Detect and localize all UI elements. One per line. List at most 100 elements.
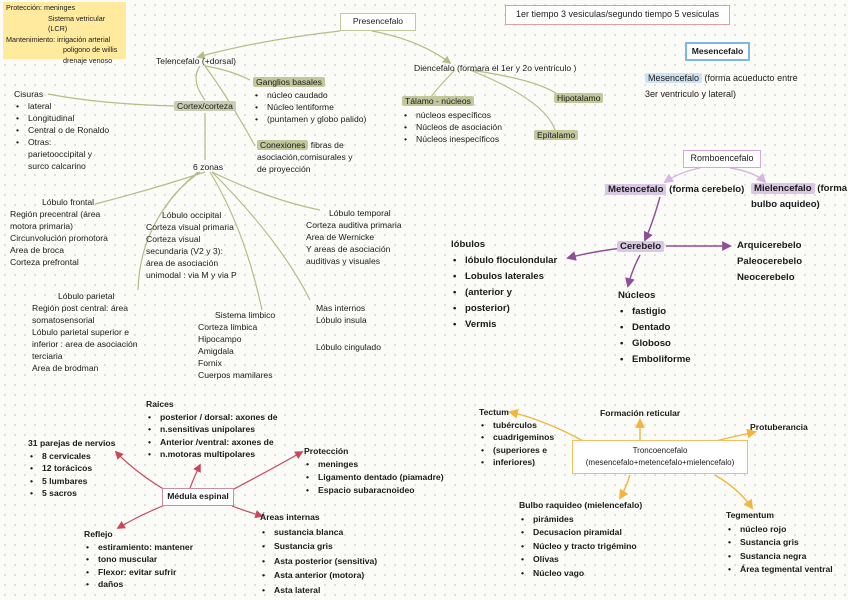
nucleos-title[interactable]: Núcleos (618, 290, 656, 301)
lobulos-title[interactable]: lóbulos (451, 239, 486, 250)
areas-title[interactable]: Áreas internas (260, 512, 320, 522)
medula-espinal-node[interactable]: Médula espinal (162, 488, 234, 506)
occipital-line: Corteza visual (146, 234, 201, 244)
internos-title[interactable]: Mas internos (316, 303, 366, 313)
list-item: Dentado (618, 320, 691, 336)
cortex-node[interactable]: Cortex/corteza (174, 100, 236, 112)
limbico-title[interactable]: Sistema limbico (215, 310, 276, 320)
cerebelo-type[interactable]: Paleocerebelo (737, 256, 803, 267)
epitalamo-label: Epitalamo (534, 130, 579, 140)
list-item: Vermis (451, 317, 557, 333)
cisuras-title[interactable]: Cisuras (14, 89, 44, 99)
cisuras: Cisuras lateral Longitudinal Central o d… (14, 88, 109, 172)
reflejo-title[interactable]: Reflejo (84, 529, 113, 539)
sticky-line: poligono de willis (63, 45, 118, 54)
parietal-title[interactable]: Lóbulo parietal (58, 291, 115, 301)
ganglios-basales: Ganglios basales núcleo caudado Núcleo l… (253, 76, 366, 125)
list-item: Asta posterior (sensitiva) (260, 554, 377, 569)
occipital-title[interactable]: Lóbulo occipital (162, 210, 222, 220)
temporal-line: auditivas y visuales (306, 256, 381, 266)
nervios-title[interactable]: 31 parejas de nervios (28, 438, 116, 448)
talamo-title[interactable]: Tálamo - núcleos (402, 96, 474, 106)
hipotalamo-label: Hipotalamo (554, 93, 604, 103)
list-item: tubérculos (479, 419, 554, 432)
list-item: Asta anterior (motora) (260, 568, 377, 583)
formacion-reticular-node[interactable]: Formación reticular (600, 408, 681, 418)
nervios: 31 parejas de nervios 8 cervicales 12 to… (28, 437, 115, 500)
frontal-line: Circunvolución promotora (10, 233, 108, 243)
sticky-line: Protección: meninges (6, 3, 76, 12)
parietal-line: somatosensorial (32, 315, 95, 325)
cerebelo-node[interactable]: Cerebelo (617, 239, 665, 255)
list-item: posterior / dorsal: axones de (146, 411, 277, 424)
occipital-line: área de asociación (146, 258, 219, 268)
lobulo-frontal: Lóbulo frontal Región precentral (área m… (10, 196, 108, 268)
mielencefalo-node[interactable]: Mielencefalo (forma bulbo aquideo) (751, 181, 847, 213)
occipital-line: secundaria (V2 y 3): (146, 246, 223, 256)
list-item: núcleo rojo (726, 523, 833, 537)
conexiones-line: de proyección (257, 164, 311, 174)
tegmentum-title[interactable]: Tegmentum (726, 510, 775, 520)
conexiones-text: fibras de (308, 140, 344, 150)
list-item: Sustancia gris (726, 536, 833, 550)
frontal-title[interactable]: Lóbulo frontal (42, 197, 95, 207)
lobulo-parietal: Lóbulo parietal Región post central: áre… (32, 290, 138, 374)
list-item: núcleo caudado (253, 89, 366, 101)
protuberancia-node[interactable]: Protuberancia (750, 422, 808, 432)
mielencefalo-line: bulbo aquideo) (751, 199, 820, 210)
list-item: meninges (304, 458, 444, 471)
telencefalo-node[interactable]: Telencefalo (+dorsal) (156, 56, 237, 66)
metencefalo-name: Metencefalo (605, 184, 667, 195)
proteccion-title[interactable]: Protección (304, 446, 349, 456)
cerebelos: Arquicerebelo Paleocerebelo Neocerebelo (737, 238, 802, 286)
list-item: n.sensitivas unipolares (146, 423, 277, 436)
parietal-line: inferior : area de asociación (32, 339, 138, 349)
conexiones-title[interactable]: Conexiones (257, 140, 309, 150)
list-item: Olivas (519, 553, 642, 567)
tectum: Tectum tubérculos cuadrigeminos (superio… (479, 406, 554, 469)
lobulos: lóbulos lóbulo floculondular Lobulos lat… (451, 237, 557, 333)
list-item: Ligamento dentado (piamadre) (304, 471, 444, 484)
mesencefalo-node[interactable]: Mesencefalo (685, 42, 750, 61)
mas-internos: Mas internos Lóbulo insula Lóbulo cingul… (316, 302, 381, 353)
frontal-line: motora primaria) (10, 221, 74, 231)
limbico-line: Cuerpos mamilares (198, 370, 273, 380)
ganglios-title[interactable]: Ganglios basales (253, 77, 325, 87)
cerebelo-type[interactable]: Arquicerebelo (737, 240, 802, 251)
tectum-title[interactable]: Tectum (479, 407, 509, 417)
sistema-limbico: Sistema limbico Corteza limbica Hipocamp… (198, 309, 275, 381)
conexiones: Conexiones fibras de asociación,comisura… (257, 139, 353, 175)
presencefalo-node[interactable]: Presencefalo (340, 13, 416, 31)
cerebelo-type[interactable]: Neocerebelo (737, 272, 795, 283)
diencefalo-node[interactable]: Diencefalo (formara el 1er y 2o ventricu… (414, 63, 577, 73)
parietal-line: Lóbulo parietal superior e (32, 327, 129, 337)
list-item: (puntamen y globo palido) (253, 113, 366, 125)
list-item: Otras: (14, 136, 109, 148)
epitalamo-node[interactable]: Epitalamo (534, 129, 579, 141)
romboencefalo-node[interactable]: Romboencefalo (683, 150, 761, 168)
tegmentum: Tegmentum núcleo rojo Sustancia gris Sus… (726, 509, 833, 577)
mesencefalo-desc-line: 3er ventriculo y lateral) (645, 89, 737, 99)
list-item: sustancia blanca (260, 525, 377, 540)
frontal-line: Corteza prefrontal (10, 257, 79, 267)
raices: Raices posterior / dorsal: axones de n.s… (146, 398, 277, 461)
list-item: Sustancia negra (726, 550, 833, 564)
metencefalo-node[interactable]: Metencefalo (forma cerebelo) (605, 182, 744, 198)
tronco-subtitle: (mesencefalo+metencefalo+mielencefalo) (585, 458, 735, 467)
troncoencefalo-node[interactable]: Troncoencefalo (mesencefalo+metencefalo+… (572, 440, 748, 474)
list-item: inferiores) (479, 456, 554, 469)
tiempos-node[interactable]: 1er tiempo 3 vesiculas/segundo tiempo 5 … (505, 5, 730, 25)
temporal-line: Corteza auditiva primaria (306, 220, 402, 230)
list-item: n.motoras multipolares (146, 448, 277, 461)
areas-internas: Áreas internas sustancia blanca Sustanci… (260, 510, 377, 597)
temporal-title[interactable]: Lóbulo temporal (329, 208, 391, 218)
list-item: 5 lumbares (28, 475, 115, 488)
nucleos: Núcleos fastigio Dentado Globoso Embolif… (618, 288, 691, 368)
cisuras-extra: parietooccipital y (28, 149, 93, 159)
raices-title[interactable]: Raices (146, 399, 174, 409)
hipotalamo-node[interactable]: Hipotalamo (554, 92, 604, 104)
list-item: (superiores e (479, 444, 554, 457)
zonas-node[interactable]: 6 zonas (193, 162, 224, 172)
bulbo-title[interactable]: Bulbo raquideo (mielencefalo) (519, 500, 643, 510)
